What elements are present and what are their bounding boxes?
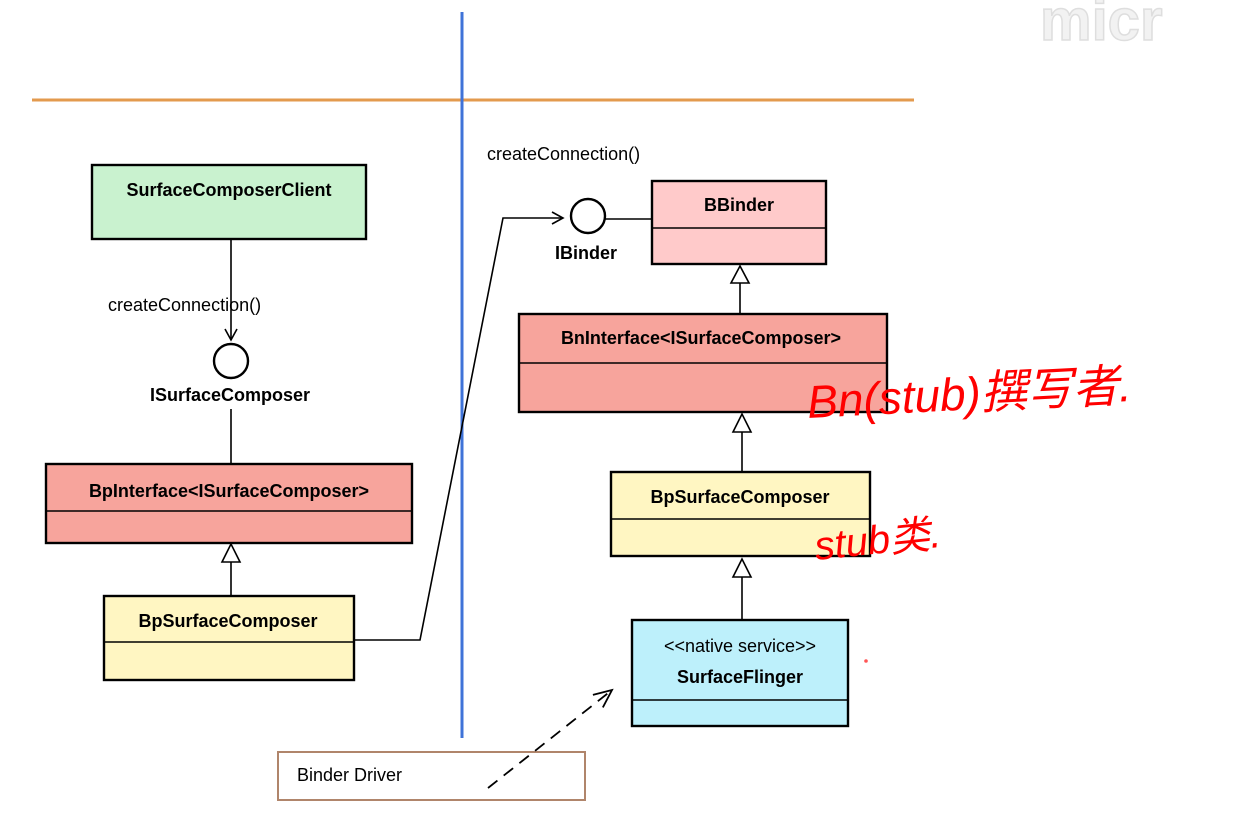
class-bp-surface-composer-right[interactable]: BpSurfaceComposer bbox=[609, 470, 872, 558]
class-name: BpInterface<ISurfaceComposer> bbox=[89, 481, 369, 501]
class-name: BnInterface<ISurfaceComposer> bbox=[561, 328, 841, 348]
class-bp-surface-composer-left[interactable]: BpSurfaceComposer bbox=[102, 594, 356, 682]
interface-ibinder: IBinder bbox=[555, 243, 617, 263]
class-surface-composer-client[interactable]: SurfaceComposerClient bbox=[90, 163, 368, 241]
inheritance-arrow-icon bbox=[731, 412, 753, 433]
class-stereotype: <<native service>> bbox=[664, 636, 816, 656]
class-name: BpSurfaceComposer bbox=[650, 487, 829, 507]
label-create-connection-left: createConnection() bbox=[108, 295, 261, 315]
inheritance-arrow-icon bbox=[220, 542, 242, 563]
interface-lollipop-icon bbox=[569, 197, 607, 235]
watermark: micr bbox=[1040, 0, 1163, 53]
class-bp-interface[interactable]: BpInterface<ISurfaceComposer> bbox=[44, 462, 414, 545]
class-surface-flinger[interactable]: <<native service>> SurfaceFlinger bbox=[630, 618, 850, 728]
note-text: Binder Driver bbox=[297, 765, 402, 785]
class-bn-interface[interactable]: BnInterface<ISurfaceComposer> bbox=[517, 312, 889, 414]
interface-lollipop-icon bbox=[212, 342, 250, 380]
inheritance-arrow-icon bbox=[731, 557, 753, 578]
class-name: SurfaceFlinger bbox=[677, 667, 803, 687]
note-binder-driver[interactable]: Binder Driver bbox=[277, 751, 586, 801]
class-name: BBinder bbox=[704, 195, 774, 215]
label-create-connection-right: createConnection() bbox=[487, 144, 640, 164]
class-bbinder[interactable]: BBinder bbox=[650, 179, 828, 266]
dependency-arrow-icon bbox=[487, 690, 612, 789]
interface-isurface-composer: ISurfaceComposer bbox=[150, 385, 310, 405]
binder-connection-line bbox=[354, 211, 565, 641]
stray-dot bbox=[864, 659, 868, 663]
class-name: BpSurfaceComposer bbox=[138, 611, 317, 631]
inheritance-arrow-icon bbox=[729, 264, 751, 284]
class-name: SurfaceComposerClient bbox=[126, 180, 331, 200]
